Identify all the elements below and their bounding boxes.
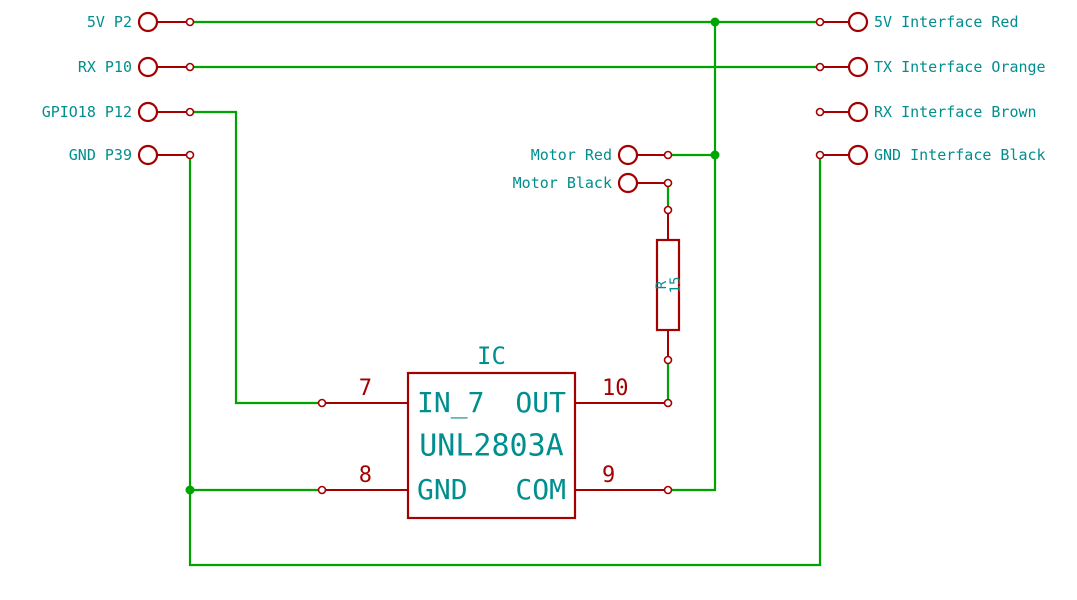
resistor-value: 15 bbox=[668, 277, 684, 294]
wire[interactable] bbox=[668, 22, 717, 492]
wire[interactable] bbox=[188, 155, 822, 567]
connector-circle[interactable] bbox=[847, 11, 869, 33]
connector-circle[interactable] bbox=[847, 144, 869, 166]
pin-target bbox=[185, 150, 195, 160]
net-label: 5V Interface Red bbox=[874, 13, 1019, 31]
connector-circle[interactable] bbox=[137, 56, 159, 78]
pin-name: GND bbox=[417, 473, 468, 506]
pin-number: 7 bbox=[359, 376, 372, 401]
net-label: 5V P2 bbox=[87, 13, 132, 31]
pin-target bbox=[185, 107, 195, 117]
net-label: GPIO18 P12 bbox=[42, 103, 132, 121]
pin-target bbox=[317, 398, 327, 408]
connector-circle[interactable] bbox=[137, 144, 159, 166]
connector-circle[interactable] bbox=[847, 56, 869, 78]
pin-target bbox=[663, 150, 673, 160]
net-label: RX Interface Brown bbox=[874, 103, 1037, 121]
pin-target bbox=[663, 205, 673, 215]
resistor-body[interactable] bbox=[655, 238, 681, 332]
pin-name: OUT bbox=[515, 386, 566, 419]
net-label: GND Interface Black bbox=[874, 146, 1046, 164]
pin-target bbox=[815, 62, 825, 72]
ic-designator: IC bbox=[477, 342, 506, 370]
junction-dot bbox=[185, 485, 195, 495]
net-label: GND P39 bbox=[69, 146, 132, 164]
resistor-designator: R bbox=[654, 280, 670, 289]
net-label: Motor Black bbox=[513, 174, 612, 192]
pin-target bbox=[317, 485, 327, 495]
pin-target bbox=[815, 150, 825, 160]
net-label: Motor Red bbox=[531, 146, 612, 164]
pin-target bbox=[185, 17, 195, 27]
pin-target bbox=[663, 485, 673, 495]
pin-name: COM bbox=[515, 473, 566, 506]
pin-target bbox=[185, 62, 195, 72]
pin-name: IN_7 bbox=[417, 386, 484, 420]
wire[interactable] bbox=[190, 110, 322, 405]
pin-target bbox=[815, 107, 825, 117]
ic-box[interactable] bbox=[406, 371, 577, 520]
junction-dot bbox=[710, 17, 720, 27]
connector-circle[interactable] bbox=[847, 101, 869, 123]
connector-circle[interactable] bbox=[617, 172, 639, 194]
connector-circle[interactable] bbox=[617, 144, 639, 166]
pin-number: 9 bbox=[602, 463, 615, 488]
pin-number: 10 bbox=[602, 376, 629, 401]
pin-number: 8 bbox=[359, 463, 372, 488]
net-label: RX P10 bbox=[78, 58, 132, 76]
pin-target bbox=[663, 398, 673, 408]
pin-target bbox=[663, 355, 673, 365]
ic-part-number: UNL2803A bbox=[419, 429, 564, 464]
connector-circle[interactable] bbox=[137, 101, 159, 123]
net-label: TX Interface Orange bbox=[874, 58, 1046, 76]
pin-target bbox=[663, 178, 673, 188]
connector-circle[interactable] bbox=[137, 11, 159, 33]
junction-dot bbox=[710, 150, 720, 160]
pin-target bbox=[815, 17, 825, 27]
